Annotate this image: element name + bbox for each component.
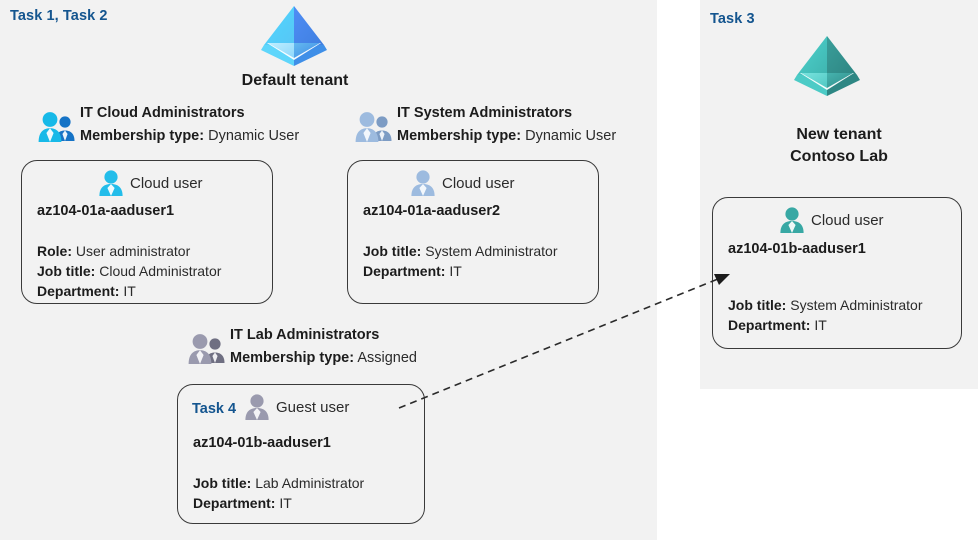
group-membership-label: Membership type: <box>397 128 522 144</box>
user-attr-label: Job title: <box>37 263 96 279</box>
user-attr-label: Department: <box>37 283 120 299</box>
user-card-az104-01b-aaduser1-cloud[interactable]: Cloud user az104-01b-aaduser1 Job title:… <box>712 197 962 349</box>
user-attr-job-title: Job title: Lab Administrator <box>193 473 364 493</box>
user-attr-department: Department: IT <box>37 281 221 301</box>
user-name: az104-01b-aaduser1 <box>728 241 866 257</box>
user-name: az104-01b-aaduser1 <box>193 435 331 451</box>
user-attr-department: Department: IT <box>363 261 558 281</box>
user-card-header: Cloud user <box>779 206 884 234</box>
user-attr-label: Job title: <box>728 297 787 313</box>
tenant-name-default-line1: Default tenant <box>241 72 349 89</box>
user-attr-label: Department: <box>193 495 276 511</box>
group-name: IT Cloud Administrators <box>80 105 245 121</box>
user-attr-label: Department: <box>363 263 446 279</box>
user-attr-value: IT <box>123 283 136 299</box>
user-attr-value: IT <box>279 495 292 511</box>
task-tag-task-4: Task 4 <box>192 401 237 417</box>
user-attributes: Role: User administrator Job title: Clou… <box>37 241 221 301</box>
user-attr-value: System Administrator <box>790 297 923 313</box>
group-membership: Membership type: Assigned <box>230 348 417 368</box>
user-type-label: Guest user <box>276 398 350 416</box>
user-type-label: Cloud user <box>811 211 884 229</box>
user-card-header: Cloud user <box>410 169 515 197</box>
user-attr-job-title: Job title: System Administrator <box>728 295 923 315</box>
tenant-icon-default <box>259 2 329 70</box>
tenant-name-default: Default tenant <box>180 70 410 92</box>
cloud-user-icon <box>779 206 805 234</box>
user-attr-department: Department: IT <box>728 315 923 335</box>
group-users-icon <box>38 110 76 144</box>
user-card-header: Cloud user <box>98 169 203 197</box>
group-users-icon <box>355 110 393 144</box>
user-attr-value: IT <box>814 317 827 333</box>
tenant-name-contoso-line1: New tenant <box>796 126 882 143</box>
user-attr-value: IT <box>449 263 462 279</box>
user-card-az104-01a-aaduser2[interactable]: Cloud user az104-01a-aaduser2 Job title:… <box>347 160 599 304</box>
group-membership-label: Membership type: <box>230 350 355 366</box>
group-membership-value: Assigned <box>357 350 417 366</box>
tenant-name-contoso-lab: New tenant Contoso Lab <box>712 124 966 168</box>
user-attr-value: Cloud Administrator <box>99 263 222 279</box>
group-membership-label: Membership type: <box>80 128 205 144</box>
user-attr-job-title: Job title: System Administrator <box>363 241 558 261</box>
task-label-left: Task 1, Task 2 <box>10 8 108 24</box>
user-type-label: Cloud user <box>442 174 515 192</box>
guest-user-icon <box>244 393 270 421</box>
user-attr-department: Department: IT <box>193 493 364 513</box>
user-attr-label: Role: <box>37 243 72 259</box>
group-name: IT Lab Administrators <box>230 327 380 343</box>
user-card-header: Guest user <box>244 393 349 421</box>
group-membership: Membership type: Dynamic User <box>80 126 299 146</box>
user-name: az104-01a-aaduser2 <box>363 203 501 219</box>
user-attr-value: Lab Administrator <box>255 475 365 491</box>
user-attr-label: Job title: <box>193 475 252 491</box>
task-label-right: Task 3 <box>710 11 755 27</box>
user-attr-label: Job title: <box>363 243 422 259</box>
user-attr-role: Role: User administrator <box>37 241 221 261</box>
user-attr-job-title: Job title: Cloud Administrator <box>37 261 221 281</box>
tenant-icon-contoso-lab <box>792 32 862 100</box>
user-attributes: Job title: Lab Administrator Department:… <box>193 473 364 513</box>
user-type-label: Cloud user <box>130 174 203 192</box>
cloud-user-icon <box>410 169 436 197</box>
user-attr-label: Department: <box>728 317 811 333</box>
user-attributes: Job title: System Administrator Departme… <box>728 295 923 335</box>
user-attr-value: User administrator <box>75 243 191 259</box>
group-membership: Membership type: Dynamic User <box>397 126 616 146</box>
user-attributes: Job title: System Administrator Departme… <box>363 241 558 281</box>
group-name: IT System Administrators <box>397 105 573 121</box>
cloud-user-icon <box>98 169 124 197</box>
tenant-name-contoso-line2: Contoso Lab <box>790 148 888 165</box>
user-attr-value: System Administrator <box>425 243 558 259</box>
user-name: az104-01a-aaduser1 <box>37 203 175 219</box>
group-membership-value: Dynamic User <box>525 128 617 144</box>
group-membership-value: Dynamic User <box>208 128 300 144</box>
group-users-icon <box>188 332 226 366</box>
user-card-az104-01b-aaduser1-guest[interactable]: Task 4 Guest user az104-01b-aaduser1 Job… <box>177 384 425 524</box>
user-card-az104-01a-aaduser1[interactable]: Cloud user az104-01a-aaduser1 Role: User… <box>21 160 273 304</box>
